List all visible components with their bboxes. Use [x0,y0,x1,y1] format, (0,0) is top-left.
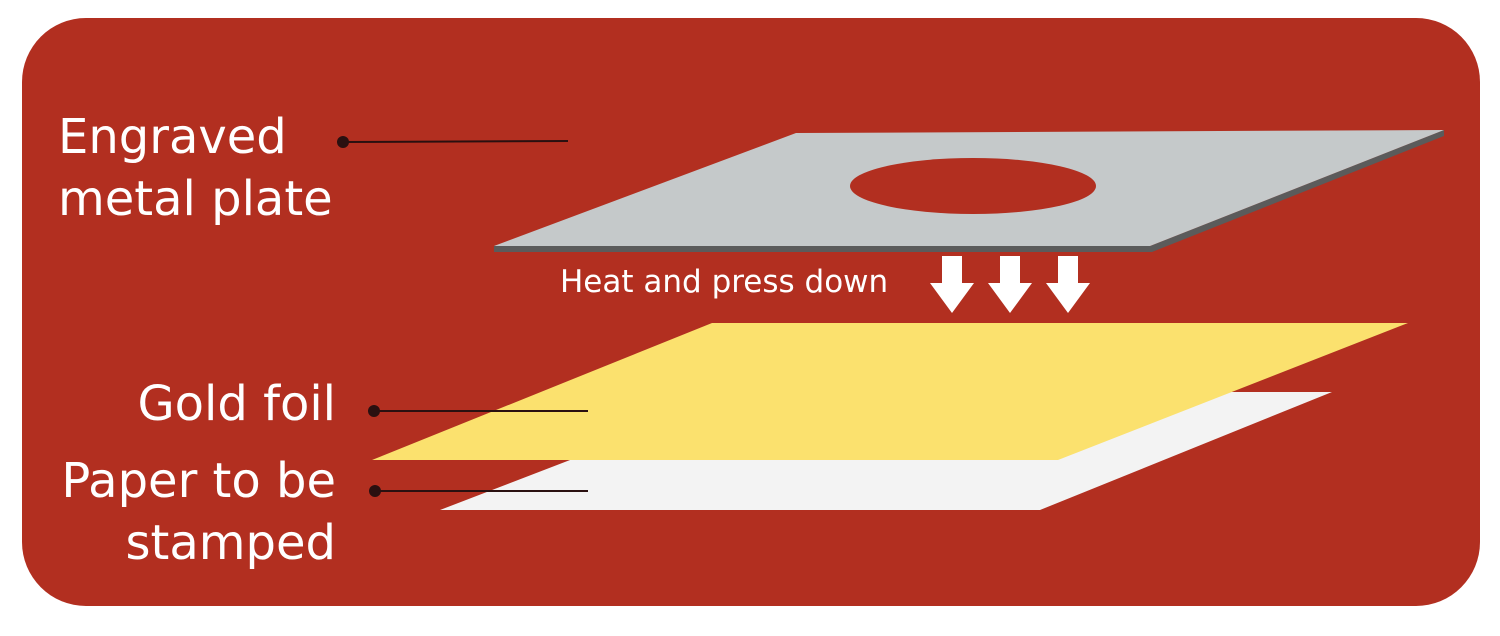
down-arrow-icons [930,256,1090,313]
label-line: Gold foil [137,376,336,432]
foil-leader-dot [368,405,380,417]
gold-foil-label: Gold foil [122,373,336,435]
engraved-area [850,158,1096,214]
label-line: stamped [125,515,336,571]
layers-illustration [22,18,1480,606]
down-arrow-icon [988,256,1032,313]
engraved-metal-plate-label: Engraved metal plate [58,106,333,230]
leader-lines [337,136,588,497]
gold-foil-layer [372,323,1408,460]
paper-leader-dot [369,485,381,497]
label-line: Paper to be [61,453,336,509]
diagram-panel: Engraved metal plate Gold foil Paper to … [22,18,1480,606]
paper-to-be-stamped-label: Paper to be stamped [48,450,336,574]
plate-leader-dot [337,136,349,148]
label-line: metal plate [58,171,333,227]
down-arrow-icon [1046,256,1090,313]
plate-leader-line [342,140,569,143]
heat-and-press-caption: Heat and press down [560,264,889,300]
down-arrow-icon [930,256,974,313]
label-line: Engraved [58,109,287,165]
